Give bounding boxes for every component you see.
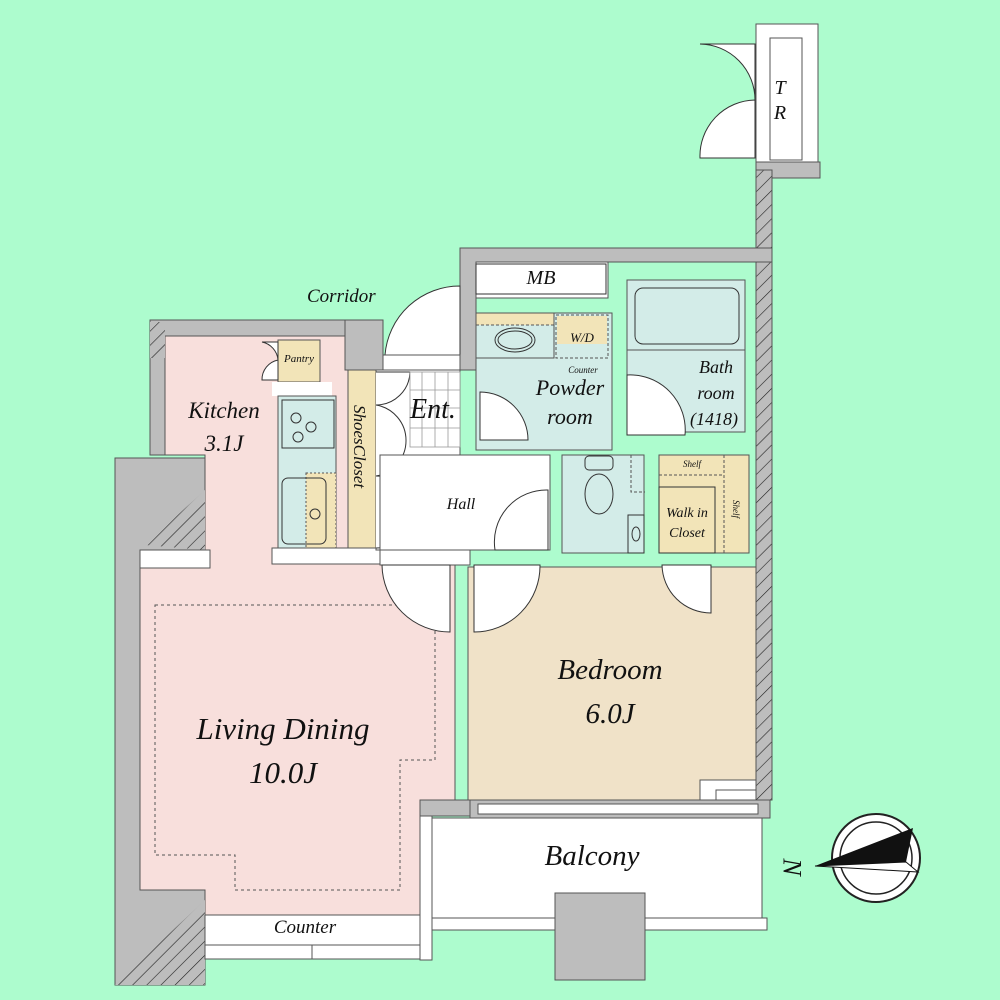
- bedroom-label: Bedroom: [557, 654, 663, 686]
- kitchen-size: 3.1J: [204, 431, 244, 456]
- bedroom-size: 6.0J: [585, 698, 635, 730]
- walkin-label-2: Closet: [669, 526, 705, 541]
- tr-label-r: R: [773, 102, 787, 124]
- entrance-label: Ent.: [410, 394, 456, 425]
- counter-small-label: Counter: [568, 365, 598, 375]
- bath-label: Bath: [699, 357, 733, 377]
- living-dining-size: 10.0J: [248, 755, 318, 790]
- pantry-label: Pantry: [284, 353, 314, 365]
- bath-label-2: room: [697, 383, 735, 403]
- shoes-closet-label: ShoesCloset: [350, 405, 369, 489]
- shelf-top-label: Shelf: [683, 459, 701, 469]
- hall-label: Hall: [446, 496, 476, 513]
- tr-label-t: T: [774, 77, 786, 99]
- corridor-label: Corridor: [307, 286, 376, 307]
- shelf-side-label: Shelf: [731, 500, 741, 518]
- powder-room-label: Powder: [535, 375, 605, 400]
- kitchen-label: Kitchen: [188, 398, 260, 423]
- north-label: N: [777, 858, 807, 876]
- mb-label: MB: [526, 267, 556, 289]
- powder-room-label-2: room: [547, 404, 593, 429]
- counter-label: Counter: [273, 917, 337, 938]
- bath-size: (1418): [690, 409, 738, 429]
- living-dining-label: Living Dining: [196, 711, 370, 746]
- wd-label: W/D: [570, 330, 594, 345]
- balcony-label: Balcony: [544, 840, 640, 872]
- walkin-label: Walk in: [666, 506, 708, 521]
- north-compass: [814, 813, 921, 903]
